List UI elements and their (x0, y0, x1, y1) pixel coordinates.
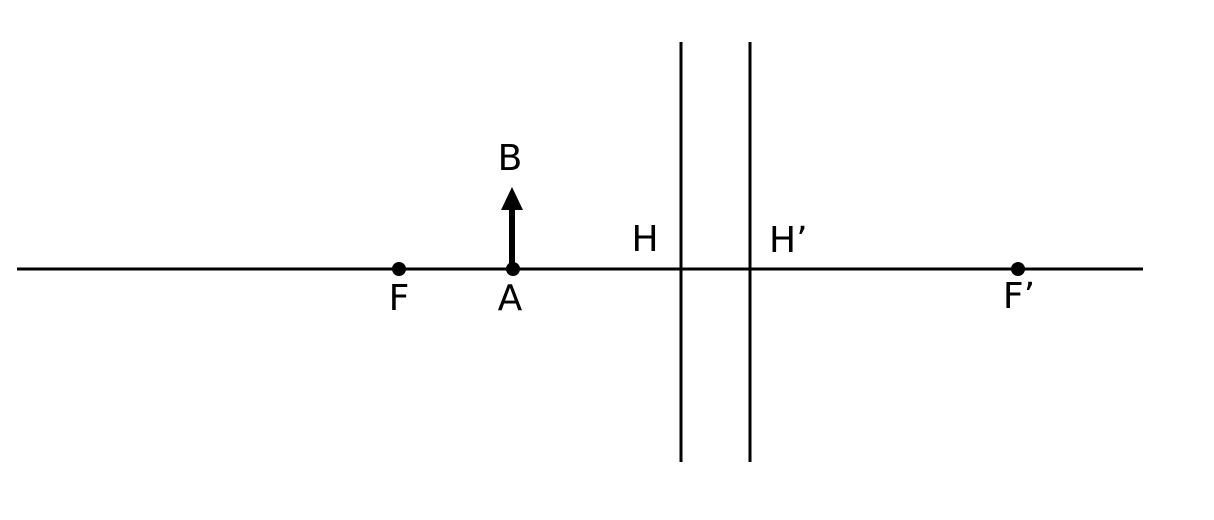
label-b: B (498, 138, 523, 179)
label-a: A (498, 278, 523, 319)
focal-point-f-dot (392, 262, 406, 276)
label-h-prime: H’ (769, 220, 808, 261)
focal-point-f-prime-dot (1011, 262, 1025, 276)
label-f-prime: F’ (1003, 276, 1035, 317)
label-h: H (631, 219, 658, 260)
label-f: F (389, 278, 410, 319)
point-a-dot (506, 262, 520, 276)
object-arrowhead (501, 187, 523, 210)
